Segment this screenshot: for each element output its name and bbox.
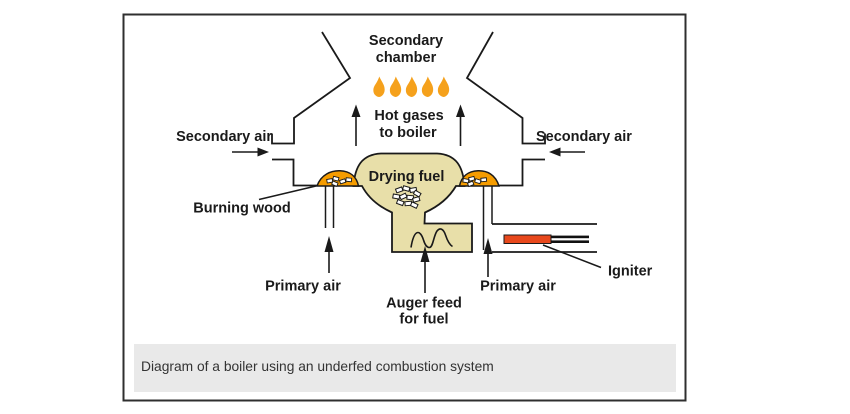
burning-wood-label: Burning wood xyxy=(193,201,290,217)
flame-icon xyxy=(405,76,418,97)
right-arrow-icon xyxy=(257,147,269,157)
primary-air-right-label: Primary air xyxy=(480,279,556,295)
chamber-wall-right xyxy=(465,31,546,145)
primary-air-arrows xyxy=(324,236,493,293)
flame-icon xyxy=(373,76,385,97)
auger-feed-label-line1: Auger feed xyxy=(386,296,462,312)
hot-gases-label-line2: to boiler xyxy=(379,125,437,141)
flames-row xyxy=(373,76,450,97)
flame-icon xyxy=(421,76,434,97)
secondary-chamber-label-line2: chamber xyxy=(376,50,437,66)
up-arrow-icon xyxy=(420,246,430,262)
igniter-label: Igniter xyxy=(608,264,653,280)
secondary-air-arrows xyxy=(232,147,585,157)
leader-lines xyxy=(258,185,602,269)
ember-wood-icon xyxy=(326,175,488,188)
hot-gases-label-line1: Hot gases xyxy=(374,108,443,124)
combustion-chamber-walls xyxy=(271,31,546,187)
up-arrow-icon xyxy=(483,238,493,254)
figure-caption: Diagram of a boiler using an underfed co… xyxy=(141,359,494,374)
secondary-air-right-label: Secondary air xyxy=(536,129,632,145)
left-arrow-icon xyxy=(549,147,561,157)
secondary-air-left-label: Secondary air xyxy=(176,129,272,145)
up-arrow-icon xyxy=(456,104,465,117)
up-arrow-icon xyxy=(351,104,361,117)
wood-pile-icon xyxy=(392,185,422,209)
hot-gas-arrows xyxy=(351,104,465,146)
primary-air-left-label: Primary air xyxy=(265,279,341,295)
chamber-wall-left xyxy=(271,31,352,145)
flame-icon xyxy=(389,76,402,97)
secondary-chamber-label-line1: Secondary xyxy=(369,33,443,49)
igniter-wires xyxy=(551,235,589,243)
drying-fuel-label: Drying fuel xyxy=(369,169,445,185)
auger-screw-icon xyxy=(410,228,453,249)
auger-feed-label-line2: for fuel xyxy=(399,312,448,328)
igniter-element xyxy=(503,234,552,244)
flame-icon xyxy=(437,76,450,97)
burning-wood-leader xyxy=(258,185,317,201)
caption-box xyxy=(134,344,676,392)
up-arrow-icon xyxy=(324,236,334,252)
primary-air-channels xyxy=(324,186,493,250)
igniter-duct xyxy=(492,223,597,253)
igniter-leader xyxy=(542,244,602,269)
